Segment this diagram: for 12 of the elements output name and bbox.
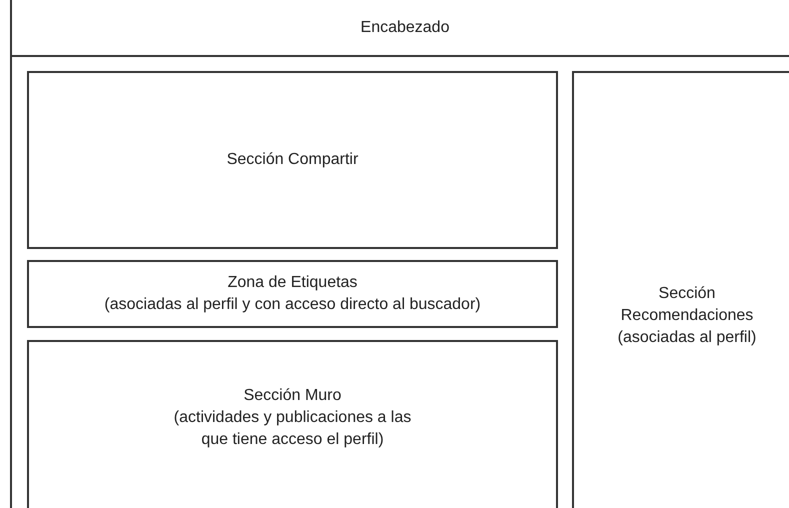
- section-title: Sección Muro: [242, 386, 342, 406]
- section-title: Encabezado: [360, 18, 450, 38]
- section-description: (asociadas al perfil y con acceso directo al buscador): [104, 295, 481, 315]
- section-title: Zona de Etiquetas: [228, 273, 358, 293]
- section-description: (asociadas al perfil): [616, 328, 758, 348]
- section-box: [27, 71, 558, 249]
- section-description: (actividades y publicaciones a las que tiene acceso el perfil): [172, 408, 412, 450]
- section-title: Sección Compartir: [226, 150, 358, 170]
- section-box: [27, 340, 558, 508]
- section-title: Sección Recomendaciones: [620, 284, 754, 326]
- section-box: [572, 71, 789, 508]
- section-box: [27, 260, 558, 328]
